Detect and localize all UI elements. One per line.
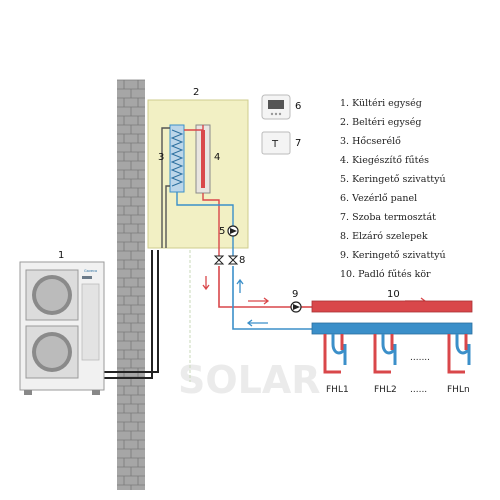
outdoor-unit-brand: Gaveco [84, 269, 97, 273]
shut-off-valves [213, 255, 239, 265]
legend: 1. Kültéri egység 2. Beltéri egység 3. H… [340, 98, 446, 280]
legend-item: 7. Szoba termosztát [340, 212, 436, 223]
component-number-4: 4 [214, 152, 220, 163]
component-number-6: 6 [295, 101, 301, 112]
supply-arrow-icon [202, 276, 210, 291]
watermark-text: SOLAR [178, 358, 321, 402]
legend-item: 2. Beltéri egység [340, 117, 421, 128]
circulation-pump-5 [227, 225, 239, 237]
room-thermostat: T [261, 131, 291, 155]
floor-loop-label: FHL1 [326, 385, 349, 395]
backup-heater [195, 124, 211, 194]
thermostat-letter: T [271, 139, 279, 150]
component-number-3: 3 [158, 152, 164, 163]
legend-item: 1. Kültéri egység [340, 98, 422, 109]
refrigerant-lines [104, 250, 159, 379]
floor-loop-label: FHL2 [374, 385, 397, 395]
component-number-7: 7 [295, 138, 301, 149]
return-arrow-icon [246, 319, 268, 327]
floor-heating-loops [323, 334, 471, 374]
control-panel [261, 94, 291, 120]
loop-ellipsis: ....... [410, 353, 430, 363]
legend-item: 10. Padló fűtés kör [340, 269, 431, 280]
floor-loop-1 [323, 334, 347, 374]
floor-heating-manifold [311, 300, 473, 335]
return-arrow-icon [236, 278, 244, 293]
component-number-10: 10 [387, 289, 400, 300]
outdoor-unit [19, 261, 105, 395]
legend-item: 4. Kiegészítő fűtés [340, 155, 429, 166]
brick-wall [117, 79, 145, 490]
component-number-8: 8 [239, 255, 245, 266]
supply-line [218, 266, 312, 308]
floor-loop-label: FHLn [447, 385, 470, 395]
component-number-1: 1 [58, 250, 64, 261]
component-number-9: 9 [292, 289, 298, 300]
loop-ellipsis: ...... [410, 385, 427, 395]
supply-arrow-icon [248, 297, 270, 305]
legend-item: 3. Hőcserélő [340, 136, 401, 147]
legend-item: 6. Vezérlő panel [340, 193, 417, 204]
legend-item: 8. Elzáró szelepek [340, 231, 428, 242]
legend-item: 9. Keringető szivattyú [340, 250, 446, 261]
heat-exchanger [169, 124, 185, 193]
legend-item: 5. Keringető szivattyú [340, 174, 446, 185]
component-number-5: 5 [219, 226, 225, 237]
return-line [232, 266, 312, 330]
circulation-pump-9 [290, 301, 302, 313]
floor-loop-2 [373, 334, 397, 374]
component-number-2: 2 [193, 87, 199, 98]
floor-loop-n [447, 334, 471, 374]
